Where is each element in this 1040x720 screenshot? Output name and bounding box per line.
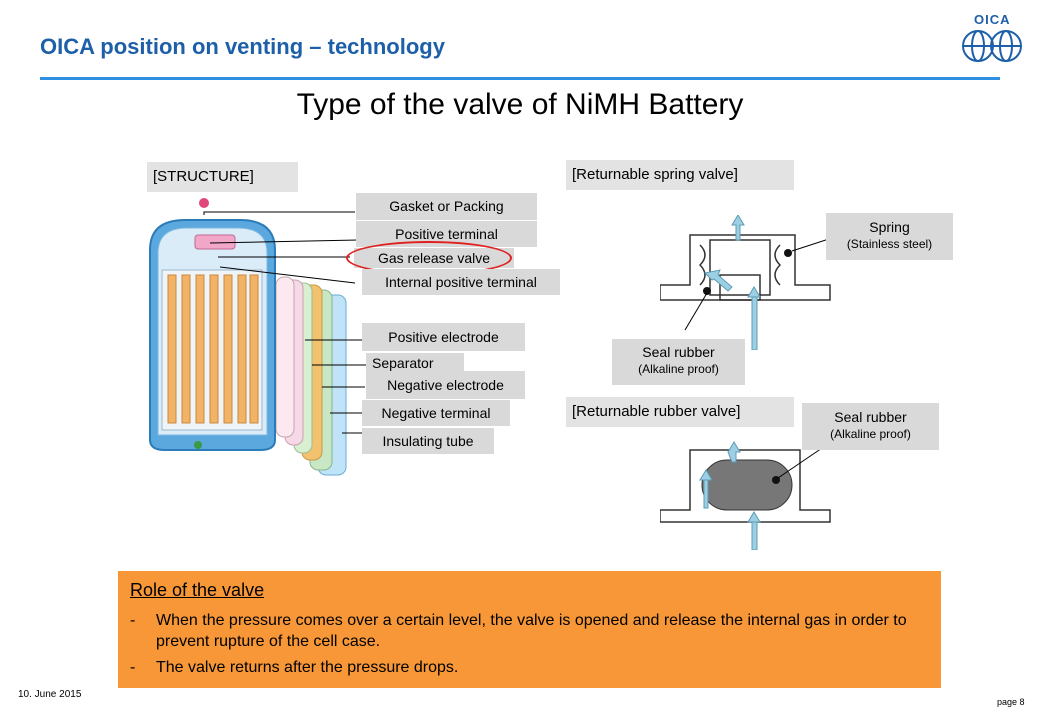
label-internal-positive-terminal: Internal positive terminal: [362, 269, 560, 295]
label-negative-terminal: Negative terminal: [362, 400, 510, 426]
role-item: - The valve returns after the pressure d…: [130, 657, 930, 678]
oica-globe-logo: [962, 30, 1022, 62]
spring-label: Spring (Stainless steel): [826, 213, 953, 260]
label-insulating-tube: Insulating tube: [362, 428, 494, 454]
label-negative-electrode: Negative electrode: [366, 371, 525, 399]
header-divider: [40, 77, 1000, 80]
spring-seal-label-sub: (Alkaline proof): [638, 362, 719, 376]
role-box: Role of the valve - When the pressure co…: [118, 571, 941, 688]
spring-seal-label: Seal rubber (Alkaline proof): [612, 339, 745, 385]
page-number: page 8: [997, 697, 1025, 707]
role-item: - When the pressure comes over a certain…: [130, 610, 930, 652]
role-item-text: When the pressure comes over a certain l…: [156, 612, 907, 650]
slide-heading: Type of the valve of NiMH Battery: [296, 88, 744, 121]
spring-seal-label-title: Seal rubber: [642, 344, 715, 360]
battery-structure-diagram: [149, 198, 370, 476]
rubber-seal-label-title: Seal rubber: [834, 409, 907, 425]
structure-tag: [STRUCTURE]: [147, 162, 298, 192]
spring-label-sub: (Stainless steel): [846, 237, 933, 251]
role-title: Role of the valve: [130, 580, 265, 600]
spring-valve-tag: [Returnable spring valve]: [566, 160, 794, 190]
rubber-valve-diagram: [660, 441, 831, 550]
spring-label-title: Spring: [869, 219, 910, 235]
page-title: OICA position on venting – technology: [40, 34, 445, 59]
oica-logo-text: OICA: [974, 12, 1011, 27]
label-positive-electrode: Positive electrode: [362, 323, 525, 351]
spring-valve-diagram: [660, 215, 835, 350]
label-separator: Separator: [366, 353, 464, 373]
rubber-valve-tag: [Returnable rubber valve]: [566, 397, 794, 427]
rubber-seal-label-sub: (Alkaline proof): [830, 427, 911, 441]
role-item-text: The valve returns after the pressure dro…: [156, 659, 459, 676]
rubber-seal-label: Seal rubber (Alkaline proof): [802, 403, 939, 450]
label-gasket: Gasket or Packing: [356, 193, 537, 220]
footer-date: 10. June 2015: [18, 689, 82, 700]
